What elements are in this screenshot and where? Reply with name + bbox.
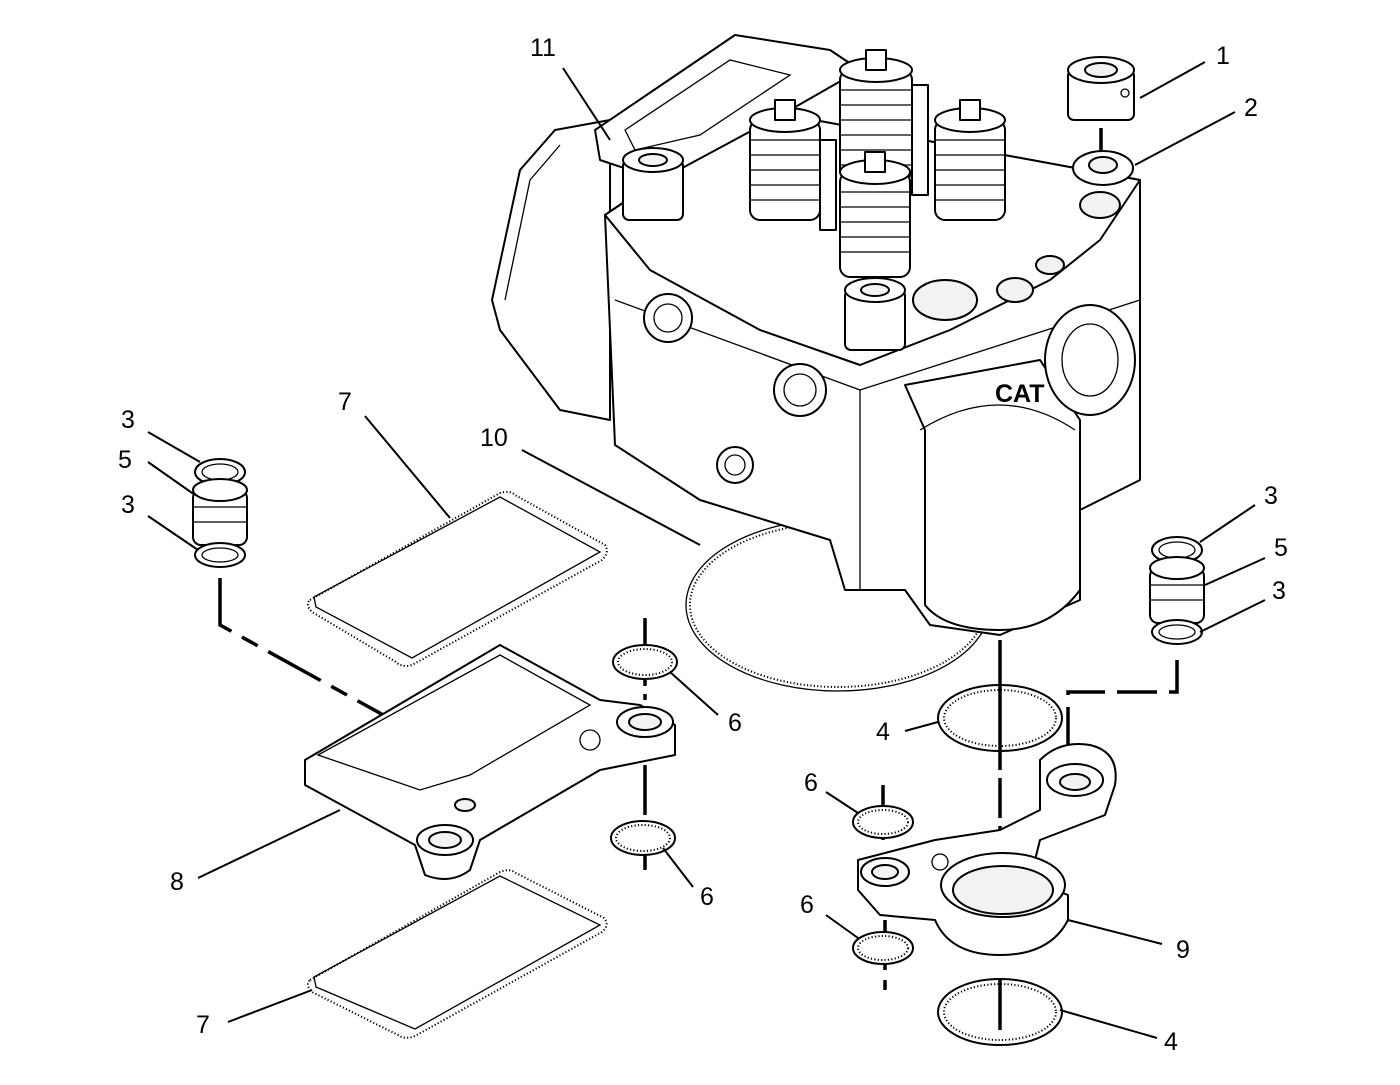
part-6-ring-lower xyxy=(610,820,676,856)
callout-4: 4 xyxy=(876,718,890,746)
part-6-ring-right-lower xyxy=(852,931,914,965)
callout-7: 7 xyxy=(338,388,352,416)
part-8-manifold xyxy=(304,644,676,880)
callout-6: 6 xyxy=(700,883,714,911)
callout-8: 8 xyxy=(170,868,184,896)
callout-labels: 1 2 3 5 3 7 10 11 3 5 3 6 4 6 6 8 6 9 7 … xyxy=(118,34,1288,1056)
callout-6: 6 xyxy=(804,769,818,797)
valve-spring-back xyxy=(839,49,913,181)
callout-6: 6 xyxy=(728,709,742,737)
callout-2: 2 xyxy=(1244,94,1258,122)
callout-10: 10 xyxy=(480,424,508,452)
callout-3: 3 xyxy=(1264,482,1278,510)
pushrod xyxy=(819,139,837,231)
part-9-bracket xyxy=(857,743,1117,956)
part-2-washer xyxy=(1072,150,1134,186)
callout-1: 1 xyxy=(1216,42,1230,70)
leader-lines xyxy=(147,61,1266,1039)
valve-spring-right xyxy=(934,99,1006,221)
callout-9: 9 xyxy=(1176,936,1190,964)
callout-3: 3 xyxy=(121,491,135,519)
gasket-7-upper xyxy=(306,490,608,667)
cat-logo: CAT xyxy=(995,380,1045,408)
valve-spring-left xyxy=(749,99,821,221)
callout-6: 6 xyxy=(800,891,814,919)
right-seal-stack xyxy=(1149,536,1205,645)
callout-3: 3 xyxy=(1272,577,1286,605)
callout-11: 11 xyxy=(530,34,556,62)
part-6-ring-upper xyxy=(612,644,678,680)
part-6-ring-right-upper xyxy=(852,805,914,839)
callout-5: 5 xyxy=(118,446,132,474)
part-1-sleeve xyxy=(1067,56,1135,121)
callout-3: 3 xyxy=(121,406,135,434)
valve-spring-front xyxy=(839,151,911,278)
callout-5: 5 xyxy=(1274,534,1288,562)
callout-7: 7 xyxy=(196,1011,210,1039)
gasket-7-lower xyxy=(306,869,608,1039)
left-seal-stack xyxy=(192,458,248,568)
right-seal-dash-line xyxy=(1066,660,1179,790)
callout-4: 4 xyxy=(1164,1028,1178,1056)
pushrod xyxy=(911,84,929,196)
